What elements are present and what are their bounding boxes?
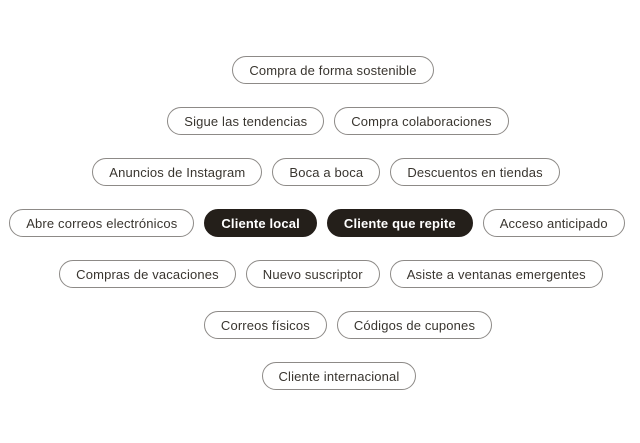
tag-chip[interactable]: Sigue las tendencias [167,107,325,135]
tag-chip[interactable]: Compra colaboraciones [334,107,509,135]
tag-chip[interactable]: Asiste a ventanas emergentes [389,260,603,288]
tag-chip-selected[interactable]: Cliente que repite [326,209,473,237]
tag-chip[interactable]: Códigos de cupones [336,311,493,339]
tag-row: Anuncios de Instagram Boca a boca Descuent… [92,158,560,186]
tag-row: Cliente internacional [261,362,417,390]
tag-row: Abre correos electrónicos Cliente local Cl… [9,209,625,237]
tag-chip[interactable]: Acceso anticipado [482,209,625,237]
tag-chip[interactable]: Cliente internacional [261,362,417,390]
tag-chip[interactable]: Abre correos electrónicos [9,209,195,237]
tag-chip[interactable]: Compras de vacaciones [59,260,236,288]
tag-row: Sigue las tendencias Compra colaboracione… [167,107,509,135]
tag-chip[interactable]: Boca a boca [272,158,381,186]
tag-chip[interactable]: Correos físicos [203,311,327,339]
tag-row: Compras de vacaciones Nuevo suscriptor Asi… [59,260,603,288]
tag-chip[interactable]: Nuevo suscriptor [245,260,380,288]
tag-chip-selected[interactable]: Cliente local [204,209,317,237]
tag-chip[interactable]: Anuncios de Instagram [92,158,263,186]
tag-row: Correos físicos Códigos de cupones [203,311,493,339]
tag-chip[interactable]: Compra de forma sostenible [232,56,434,84]
tag-row: Compra de forma sostenible [232,56,434,84]
tag-chip[interactable]: Descuentos en tiendas [390,158,560,186]
